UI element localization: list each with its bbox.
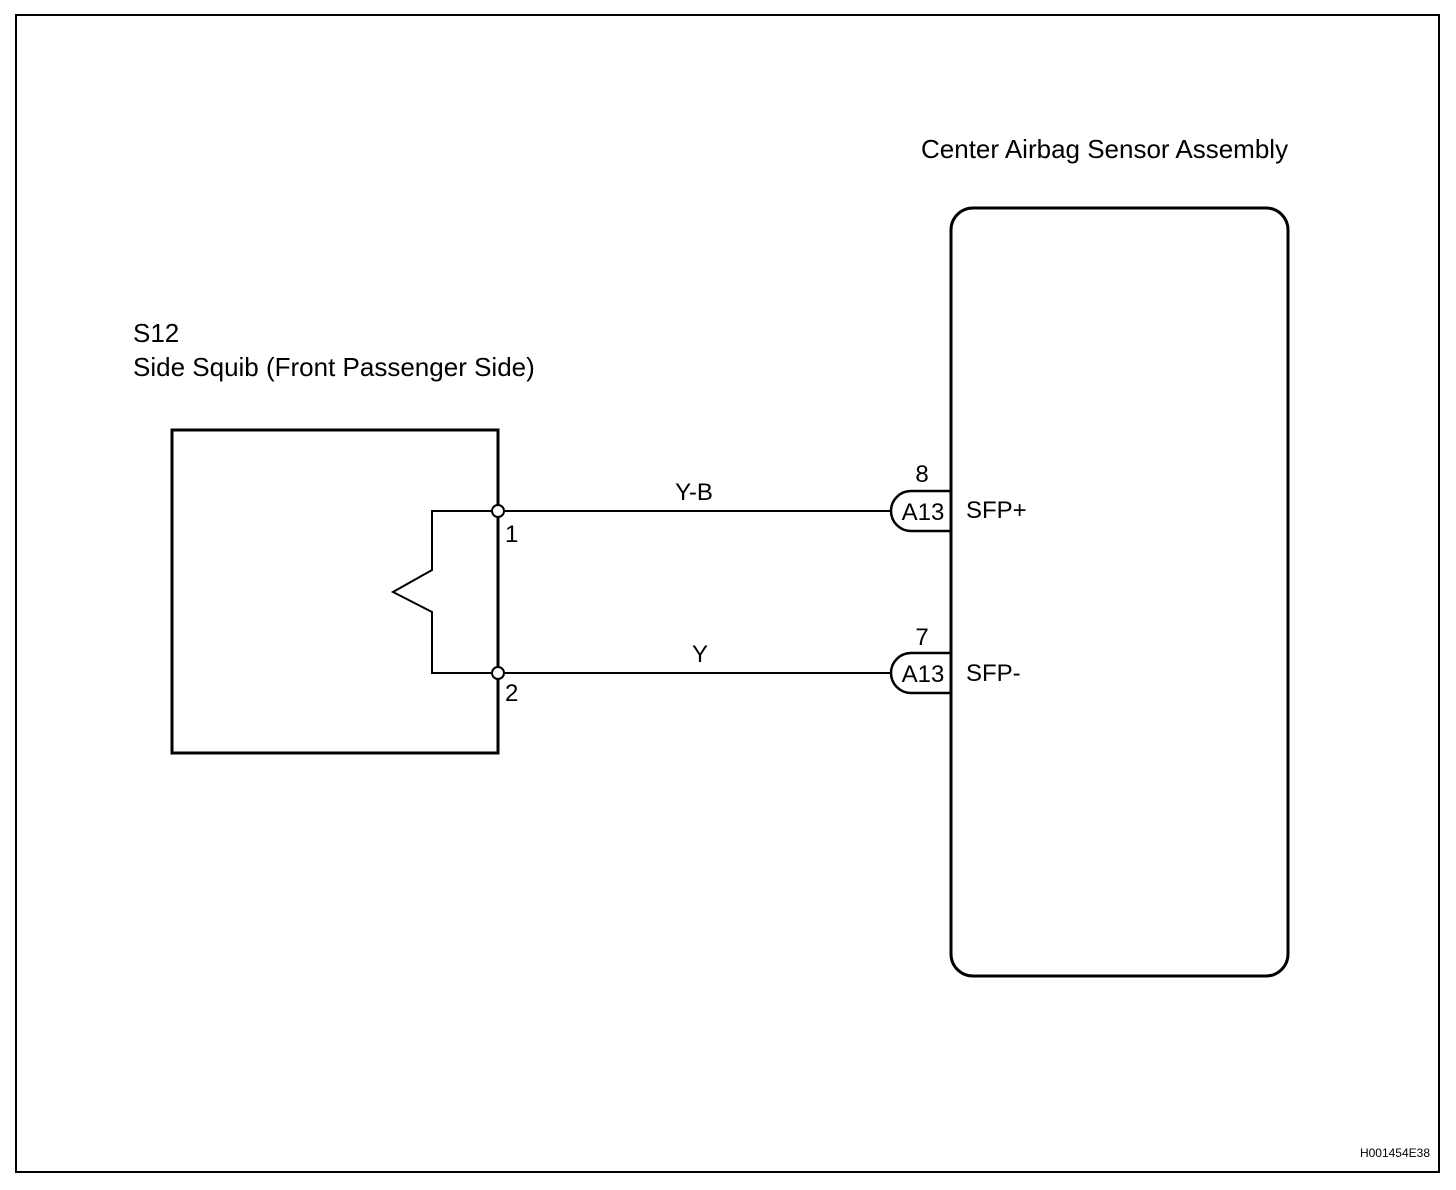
squib-name: Side Squib (Front Passenger Side) — [133, 352, 535, 382]
pin-2-label: 2 — [505, 680, 518, 707]
signal-sfp-minus: SFP- — [966, 660, 1021, 687]
wire-1-color: Y-B — [675, 479, 713, 506]
wire-2-color: Y — [692, 641, 708, 668]
connector-a13-bottom — [889, 651, 951, 695]
wire-2-pin-number: 7 — [915, 624, 928, 651]
pin-2-terminal — [491, 666, 505, 680]
signal-sfp-plus: SFP+ — [966, 497, 1027, 524]
figure-id: H001454E38 — [1360, 1146, 1430, 1160]
connector-1-label: A13 — [902, 499, 945, 526]
squib-code: S12 — [133, 318, 179, 348]
connector-2-label: A13 — [902, 661, 945, 688]
sensor-assembly-title: Center Airbag Sensor Assembly — [921, 134, 1288, 164]
pin-1-label: 1 — [505, 521, 518, 548]
sensor-assembly-box — [949, 206, 1290, 978]
squib-element-symbol — [390, 510, 498, 674]
connector-a13-top — [889, 489, 951, 533]
squib-box — [170, 428, 500, 755]
diagram-frame — [15, 14, 1440, 1173]
pin-1-terminal — [491, 504, 505, 518]
wire-1-pin-number: 8 — [915, 461, 928, 488]
